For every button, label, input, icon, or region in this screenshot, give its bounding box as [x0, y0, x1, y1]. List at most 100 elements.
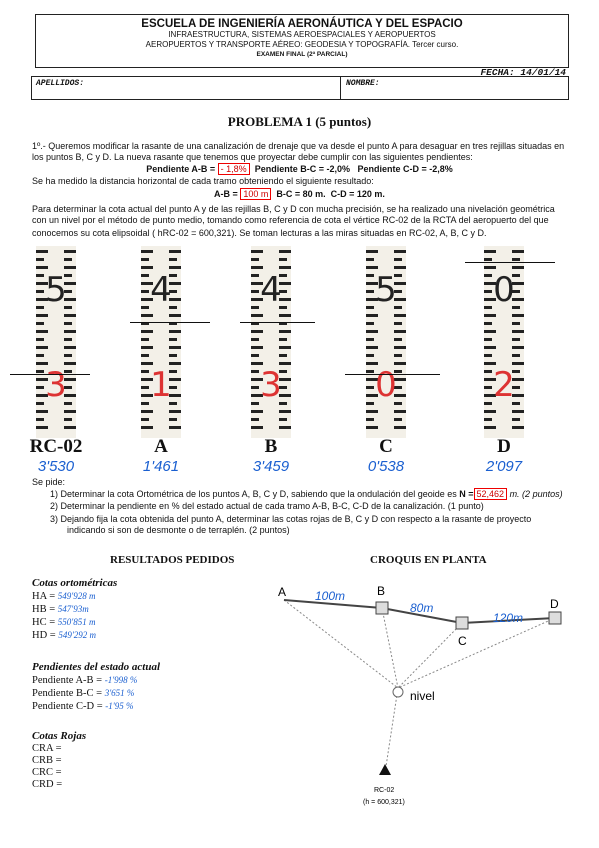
rod-top-digit: 0: [493, 270, 515, 310]
dist-bc: B-C = 80 m.: [276, 189, 326, 199]
rojas-title: Cotas Rojas: [32, 730, 87, 742]
reading-line: [130, 322, 210, 323]
reading-line: [240, 322, 315, 323]
problem-title: PROBLEMA 1 (5 puntos): [227, 114, 372, 129]
cota-roja-row: CRC =: [32, 767, 62, 779]
slopes-line: Pendiente A-B = - 1,8% Pendiente B-C = -…: [0, 163, 599, 175]
sight-line-c: [397, 622, 463, 689]
sketch-dist-bc: 80m: [410, 601, 433, 615]
geoid-n-label: N =: [459, 489, 474, 499]
para-line-2: con un nivel por el método de punto medi…: [32, 215, 549, 225]
rod-bottom-digit: 2: [493, 365, 515, 405]
rod-reading: 0'538: [367, 458, 405, 475]
date-label: FECHA:: [480, 67, 515, 78]
exam-type: EXAMEN FINAL (2ª PARCIAL): [256, 51, 348, 58]
question-2: 2) Determinar la pendiente en % del esta…: [50, 501, 484, 511]
rod-bottom-digit: 0: [375, 365, 397, 405]
rod-bottom-digit: 3: [260, 365, 282, 405]
cotas-title: Cotas ortométricas: [32, 577, 118, 589]
cota-row: HB = 547'93m: [32, 603, 96, 616]
sketch-label-d: D: [550, 597, 559, 611]
para-line-3: conocemos su cota elipsoidal ( hRC-02 = …: [32, 228, 487, 238]
degree-line: INFRAESTRUCTURA, SISTEMAS AEROESPACIALES…: [168, 30, 436, 39]
sight-line-rc: [384, 687, 399, 774]
cota-label: HA =: [32, 591, 56, 602]
results-title: RESULTADOS PEDIDOS: [110, 554, 235, 566]
rod-reading: 3'530: [37, 458, 75, 475]
divider: [340, 77, 341, 99]
sight-line-b: [381, 607, 399, 689]
reading-line: [10, 374, 90, 375]
pendiente-label: Pendiente C-D =: [32, 701, 103, 712]
slope-ab-label: Pendiente A-B =: [146, 164, 216, 174]
cota-value: 549'292 m: [58, 630, 97, 640]
pendientes-title: Pendientes del estado actual: [32, 661, 161, 673]
cota-roja-label: CRD =: [32, 779, 63, 790]
sight-line-d: [397, 617, 556, 689]
pendiente-row: Pendiente B-C = 3'651 %: [32, 687, 137, 700]
sketch-title: CROQUIS EN PLANTA: [370, 554, 487, 566]
sight-line-a: [283, 599, 399, 689]
dist-cd: C-D = 120 m.: [330, 189, 385, 199]
rod-reading: 2'097: [485, 458, 523, 475]
sketch-label-a: A: [278, 585, 286, 599]
question-1-tail: m. (2 puntos): [509, 489, 563, 499]
question-3-line-1: 3) Dejando fija la cota obtenida del pun…: [50, 514, 532, 524]
drain-line: [283, 599, 556, 625]
rod-top-digit: 5: [375, 270, 397, 310]
intro-line-2: los puntos B, C y D. La nueva rasante qu…: [32, 152, 473, 162]
se-pide-label: Se pide:: [32, 477, 66, 487]
cota-roja-row: CRD =: [32, 779, 62, 791]
pendiente-label: Pendiente A-B =: [32, 675, 103, 686]
cota-roja-label: CRA =: [32, 743, 62, 754]
rod-bottom-digit: 1: [150, 365, 172, 405]
plan-sketch: A B C D 100m 80m 120m nivel RC-02 (h = 6…: [278, 584, 562, 806]
cota-roja-row: CRA =: [32, 743, 62, 755]
question-3-line-2: indicando si son de desmonte o de terrap…: [67, 525, 290, 535]
school-name: ESCUELA DE INGENIERÍA AERONÁUTICA Y DEL …: [141, 18, 463, 30]
rod-reading: 1'461: [142, 458, 180, 475]
cota-value: 547'93m: [57, 604, 89, 614]
rod-label: A: [154, 436, 168, 457]
name-label: NOMBRE:: [346, 79, 380, 88]
question-1-text: 1) Determinar la cota Ortométrica de los…: [50, 489, 457, 499]
level-instrument-icon: [392, 686, 404, 698]
rod-label: C: [379, 436, 393, 457]
slope-cd: Pendiente C-D = -2,8%: [357, 164, 453, 174]
question-1: 1) Determinar la cota Ortométrica de los…: [50, 488, 563, 500]
pendiente-row: Pendiente C-D = -1'95 %: [32, 700, 137, 713]
cota-value: 550'851 m: [57, 617, 96, 627]
cota-label: HB =: [32, 604, 56, 615]
cota-row: HD = 549'292 m: [32, 629, 96, 642]
rod-reading: 3'459: [252, 458, 290, 475]
measured-line: Se ha medido la distancia horizontal de …: [32, 176, 374, 186]
rod-top-digit: 5: [45, 270, 67, 310]
grate-b: [375, 601, 389, 615]
sketch-dist-cd: 120m: [493, 611, 523, 625]
slope-bc: Pendiente B-C = -2,0%: [254, 164, 350, 174]
sketch-label-rc-h: (h = 600,321): [363, 799, 405, 806]
pendiente-value: -1'95 %: [105, 701, 134, 711]
surname-label: APELLIDOS:: [36, 79, 85, 88]
geoid-n-value: 52,462: [473, 488, 508, 500]
dist-ab-label: A-B =: [214, 189, 238, 199]
cota-label: HC =: [32, 617, 56, 628]
sketch-label-rc: RC-02: [374, 787, 394, 794]
reading-line: [465, 262, 555, 263]
date-value: 14/01/14: [520, 67, 566, 78]
para-line-1: Para determinar la cota actual del punto…: [32, 204, 555, 214]
sketch-label-nivel: nivel: [410, 689, 435, 703]
exam-header: ESCUELA DE INGENIERÍA AERONÁUTICA Y DEL …: [35, 14, 569, 68]
sketch-label-c: C: [458, 634, 467, 648]
sketch-label-b: B: [377, 584, 385, 598]
cota-value: 549'928 m: [57, 591, 96, 601]
pendientes-list: Pendiente A-B = -1'998 %Pendiente B-C = …: [32, 674, 137, 713]
sketch-dist-ab: 100m: [315, 589, 345, 603]
pendiente-value: 3'651 %: [104, 688, 135, 698]
reading-line: [345, 374, 440, 375]
